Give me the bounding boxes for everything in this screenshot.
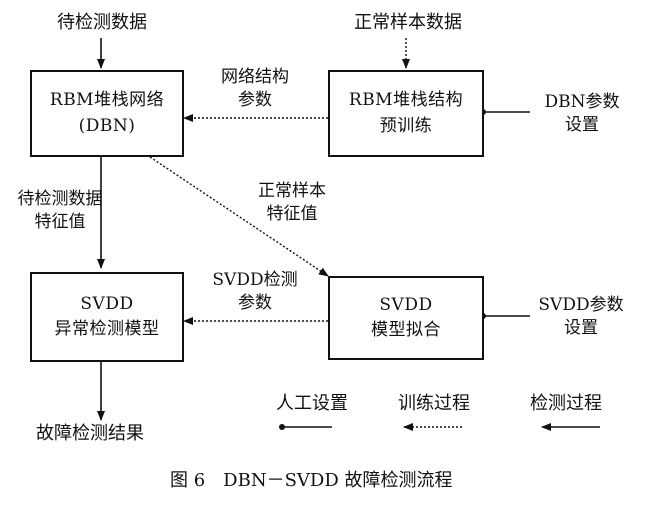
svdd-detect-params-line1: SVDD检测 — [212, 270, 298, 290]
net-params-label: 网络结构 参数 — [205, 66, 305, 112]
svdd-model-box: SVDD 异常检测模型 — [30, 272, 184, 362]
fault-result-label: 故障检测结果 — [36, 423, 144, 444]
svdd-model-subtitle: 异常检测模型 — [54, 319, 160, 339]
rbm-network-subtitle: (DBN) — [78, 115, 136, 136]
net-params-line2: 参数 — [238, 89, 272, 110]
svdd-fit-box: SVDD 模型拟合 — [328, 276, 484, 360]
normal-sample-data-input: 正常样本数据 — [354, 12, 462, 33]
svdd-fit-title: SVDD — [379, 294, 433, 315]
rbm-network-title: RBM堆栈网络 — [49, 90, 165, 110]
svdd-settings-label: SVDD参数 设置 — [526, 294, 636, 340]
dbn-settings-label: DBN参数 设置 — [532, 91, 632, 137]
legend-detection-label: 检测过程 — [530, 393, 602, 414]
legend-training-label: 训练过程 — [398, 393, 470, 414]
test-features-label: 待检测数据 特征值 — [6, 188, 114, 234]
normal-features-line1: 正常样本 — [258, 181, 326, 201]
rbm-network-box: RBM堆栈网络 (DBN) — [30, 70, 184, 157]
legend-manual-label: 人工设置 — [276, 393, 348, 414]
test-data-input: 待检测数据 — [57, 12, 147, 33]
dbn-settings-line2: 设置 — [565, 114, 599, 135]
figure-caption: 图 6 DBN－SVDD 故障检测流程 — [170, 470, 453, 491]
svdd-fit-subtitle: 模型拟合 — [371, 320, 441, 340]
rbm-pretrain-box: RBM堆栈结构 预训练 — [328, 70, 484, 157]
svdd-detect-params-line2: 参数 — [238, 292, 272, 313]
svdd-detect-params-label: SVDD检测 参数 — [203, 269, 307, 315]
test-features-line2: 特征值 — [34, 211, 86, 232]
svdd-settings-line2: 设置 — [564, 317, 598, 338]
rbm-pretrain-title: RBM堆栈结构 — [348, 90, 464, 110]
dbn-settings-line1: DBN参数 — [544, 92, 620, 112]
svdd-model-title: SVDD — [80, 293, 134, 314]
legend-manual-dot — [279, 424, 285, 430]
test-features-line1: 待检测数据 — [17, 189, 103, 209]
normal-features-label: 正常样本 特征值 — [242, 180, 342, 226]
normal-features-line2: 特征值 — [266, 203, 318, 224]
svdd-settings-line1: SVDD参数 — [538, 295, 624, 315]
rbm-pretrain-subtitle: 预训练 — [379, 115, 433, 136]
net-params-line1: 网络结构 — [221, 67, 289, 87]
